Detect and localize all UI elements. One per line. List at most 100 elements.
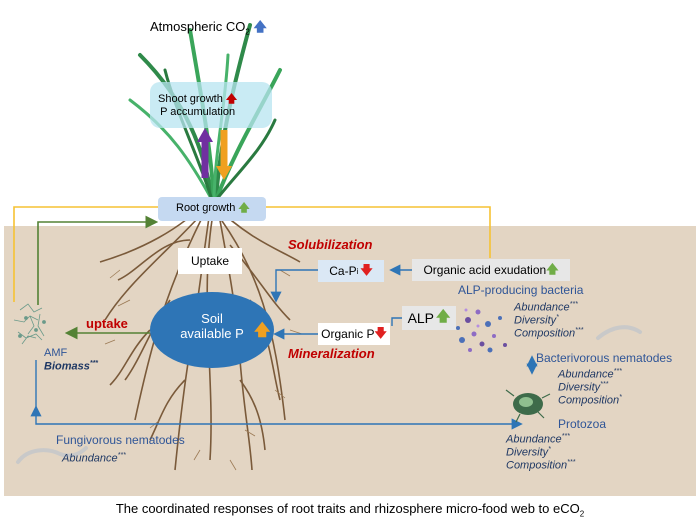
bacterivorous-nematodes-metrics: Abundance*** Diversity*** Composition* — [558, 368, 672, 408]
metric-row: Diversity* — [506, 446, 606, 459]
connector-blue-long — [30, 405, 523, 430]
uptake-box — [178, 248, 242, 274]
organic-p-label: Organic P 🡇 — [318, 323, 390, 345]
down-arrow-icon: 🡇 — [360, 262, 373, 277]
caption-text: The coordinated responses of root traits… — [115, 501, 580, 516]
alp-bacteria-group: ALP-producing bacteria Abundance*** Dive… — [458, 283, 584, 341]
organic-acid-box — [412, 259, 570, 281]
connector-green-amf-root — [37, 215, 159, 305]
metric-row: Abundance*** — [506, 433, 606, 446]
amf-group: AMF Biomass*** — [44, 347, 98, 373]
protozoa-metrics: Abundance*** Diversity* Composition*** — [506, 433, 606, 473]
bacterivorous-nematodes-group: Bacterivorous nematodes Abundance*** Div… — [536, 351, 673, 408]
fungivorous-nematodes-name: Fungivorous nematodes — [56, 433, 185, 447]
alp-bacteria-metrics: Abundance*** Diversity* Composition*** — [514, 301, 583, 341]
metric-label: Composition — [514, 328, 576, 341]
figure-caption: The coordinated responses of root traits… — [0, 501, 700, 519]
metric-stars: *** — [561, 432, 570, 440]
metric-stars: * — [548, 446, 551, 454]
metric-row: Composition*** — [506, 459, 606, 472]
metric-row: Abundance*** — [514, 301, 583, 314]
soil-p-up-arrow-icon: 🡅 — [254, 322, 271, 339]
connector-yellow-left — [13, 206, 158, 302]
up-arrow-icon: 🡅 — [238, 202, 250, 214]
amf-metric-stars: *** — [89, 359, 99, 367]
uptake-box-text: Uptake — [190, 254, 230, 268]
metric-row: Composition* — [558, 394, 672, 407]
metric-stars: *** — [569, 300, 578, 308]
metric-label: Abundance — [506, 433, 562, 446]
metric-stars: *** — [600, 381, 609, 389]
uptake-label-text: uptake — [86, 316, 128, 331]
fungivorous-nematodes-group: Fungivorous nematodes Abundance*** — [56, 433, 185, 465]
up-arrow-icon: 🡅 — [546, 261, 559, 276]
ca-pi-subscript: i — [356, 266, 359, 276]
alp-text: ALP — [407, 310, 435, 326]
metric-label: Composition — [558, 395, 620, 408]
alp-box — [402, 306, 456, 330]
bacterivorous-nematodes-name: Bacterivorous nematodes — [536, 351, 673, 365]
shoot-highlight-box — [150, 82, 272, 128]
atmospheric-co2-label: Atmospheric CO2 🡅 — [150, 19, 267, 37]
metric-stars: *** — [575, 327, 584, 335]
shoot-growth-text: Shoot growth — [158, 93, 223, 105]
up-arrow-icon: 🡅 — [253, 19, 267, 34]
up-arrow-icon: 🡅 — [225, 93, 238, 105]
bacterivorous-nematode-icon — [596, 325, 642, 340]
protozoa-group: Protozoa Abundance*** Diversity* Composi… — [506, 417, 607, 473]
amf-name: AMF — [44, 347, 68, 359]
mineralization-label: Mineralization — [288, 346, 375, 362]
metric-label: Abundance — [558, 368, 614, 381]
ca-pi-box — [318, 260, 384, 282]
metric-label: Diversity — [506, 446, 549, 459]
amf-metric-label: Biomass — [44, 360, 90, 373]
available-p-text: available P — [180, 325, 244, 341]
metric-stars: * — [556, 314, 559, 322]
caption-band — [0, 496, 700, 525]
alp-bacteria-name: ALP-producing bacteria — [458, 283, 584, 297]
protozoa-icon — [505, 389, 551, 423]
metric-row: Abundance*** — [558, 368, 672, 381]
metric-row: Composition*** — [514, 327, 583, 340]
down-arrow-icon: 🡇 — [374, 325, 387, 340]
amf-biomass: Biomass*** — [44, 360, 98, 373]
protozoa-name: Protozoa — [558, 417, 607, 431]
solubilization-label: Solubilization — [288, 237, 373, 253]
root-growth-box — [158, 197, 266, 221]
up-arrow-icon: 🡅 — [436, 308, 451, 324]
atmospheric-co2-subscript: 2 — [245, 27, 250, 37]
bacteria-cluster-icon — [456, 308, 507, 353]
uptake-label: uptake — [86, 316, 128, 332]
metric-row: Diversity*** — [558, 381, 672, 394]
metric-label: Diversity — [514, 314, 557, 327]
root-growth-text: Root growth — [176, 202, 236, 214]
soil-text: Soil — [201, 311, 223, 326]
fungivorous-nematodes-metrics: Abundance*** — [62, 452, 185, 465]
soil-available-p-ellipse — [150, 292, 274, 368]
p-accumulation-text: P accumulation — [160, 105, 236, 118]
caption-subscript: 2 — [579, 509, 585, 519]
metric-label: Abundance — [514, 301, 570, 314]
organic-acid-text: Organic acid exudation — [423, 263, 547, 277]
organic-acid-label: Organic acid exudation 🡅 — [412, 259, 570, 281]
metric-stars: *** — [117, 451, 126, 459]
metric-label: Diversity — [558, 381, 601, 394]
root-growth-label: Root growth 🡅 — [176, 202, 250, 215]
connector-blue-cap-soil — [270, 269, 318, 303]
ca-pi-text: Ca-P — [329, 264, 357, 278]
metric-stars: * — [619, 394, 622, 402]
mineralization-text: Mineralization — [288, 346, 375, 361]
shoot-growth-label: Shoot growth 🡅 P accumulation — [158, 93, 237, 118]
metric-label: Abundance — [62, 452, 118, 465]
metric-stars: *** — [613, 367, 622, 375]
solubilization-text: Solubilization — [288, 237, 373, 252]
organic-p-text: Organic P — [321, 327, 375, 341]
metric-row: Diversity* — [514, 314, 583, 327]
atmospheric-co2-text: Atmospheric CO — [150, 19, 246, 34]
uptake-box-label: Uptake — [178, 248, 242, 274]
metric-label: Composition — [506, 460, 568, 473]
fungivorous-nematode-icon — [16, 446, 88, 464]
